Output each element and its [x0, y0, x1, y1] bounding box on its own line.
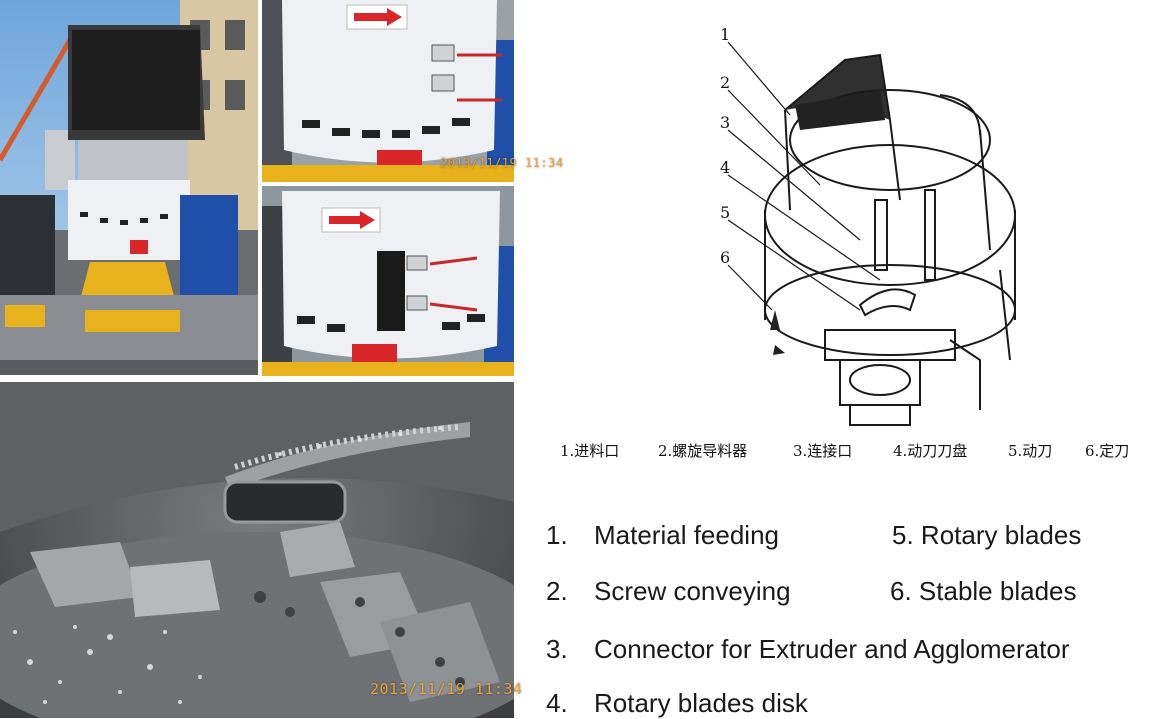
legend-label: Stable blades [918, 576, 1077, 606]
photo-interior-blades [0, 382, 514, 718]
legend-item: 3. Connector for Extruder and Agglomerato… [546, 634, 1069, 665]
photo-timestamp: 2013/11/19 11:34 [440, 156, 564, 170]
legend-label: Screw conveying [594, 576, 791, 606]
caption-item: 3.连接口 [793, 442, 853, 460]
diagram-callout-labels: 1 2 3 4 5 6 [720, 25, 730, 267]
legend-item: 2. Screw conveying [546, 576, 791, 607]
caption-item: 5.动刀 [1008, 442, 1053, 460]
legend-item: 6. Stable blades [890, 576, 1076, 607]
diagram-callout-number: 3 [720, 113, 730, 132]
legend-number: 5. [892, 520, 914, 550]
diagram-callout-number: 1 [720, 25, 730, 44]
legend-number: 6. [890, 576, 912, 606]
legend-item: 4. Rotary blades disk [546, 688, 808, 719]
photo-timestamp: 2013/11/19 11:34 [370, 680, 523, 698]
photo-tank-closeup-2 [262, 186, 514, 376]
caption-item: 6.定刀 [1085, 442, 1130, 460]
diagram-callout-number: 4 [720, 158, 730, 177]
diagram-callout-number: 5 [720, 203, 730, 222]
photo-tank-closeup-1 [262, 0, 514, 182]
legend-number: 4. [546, 688, 568, 718]
diagram-callout-number: 6 [720, 248, 730, 267]
legend-label: Connector for Extruder and Agglomerator [594, 634, 1070, 664]
legend-number: 2. [546, 576, 568, 606]
caption-item: 1.进料口 [560, 442, 620, 460]
photo-machine-overview [0, 0, 258, 375]
legend-number: 3. [546, 634, 568, 664]
legend-label: Rotary blades disk [594, 688, 808, 718]
legend-item: 1. Material feeding [546, 520, 779, 551]
legend-label: Rotary blades [920, 520, 1082, 550]
legend-item: 5. Rotary blades [892, 520, 1081, 551]
caption-item: 4.动刀刀盘 [893, 442, 968, 460]
legend-number: 1. [546, 520, 568, 550]
caption-item: 2.螺旋导料器 [658, 442, 748, 460]
diagram-callout-number: 2 [720, 73, 730, 92]
legend-label: Material feeding [594, 520, 779, 550]
agglomerator-diagram: 1 2 3 4 5 6 [560, 20, 1140, 440]
